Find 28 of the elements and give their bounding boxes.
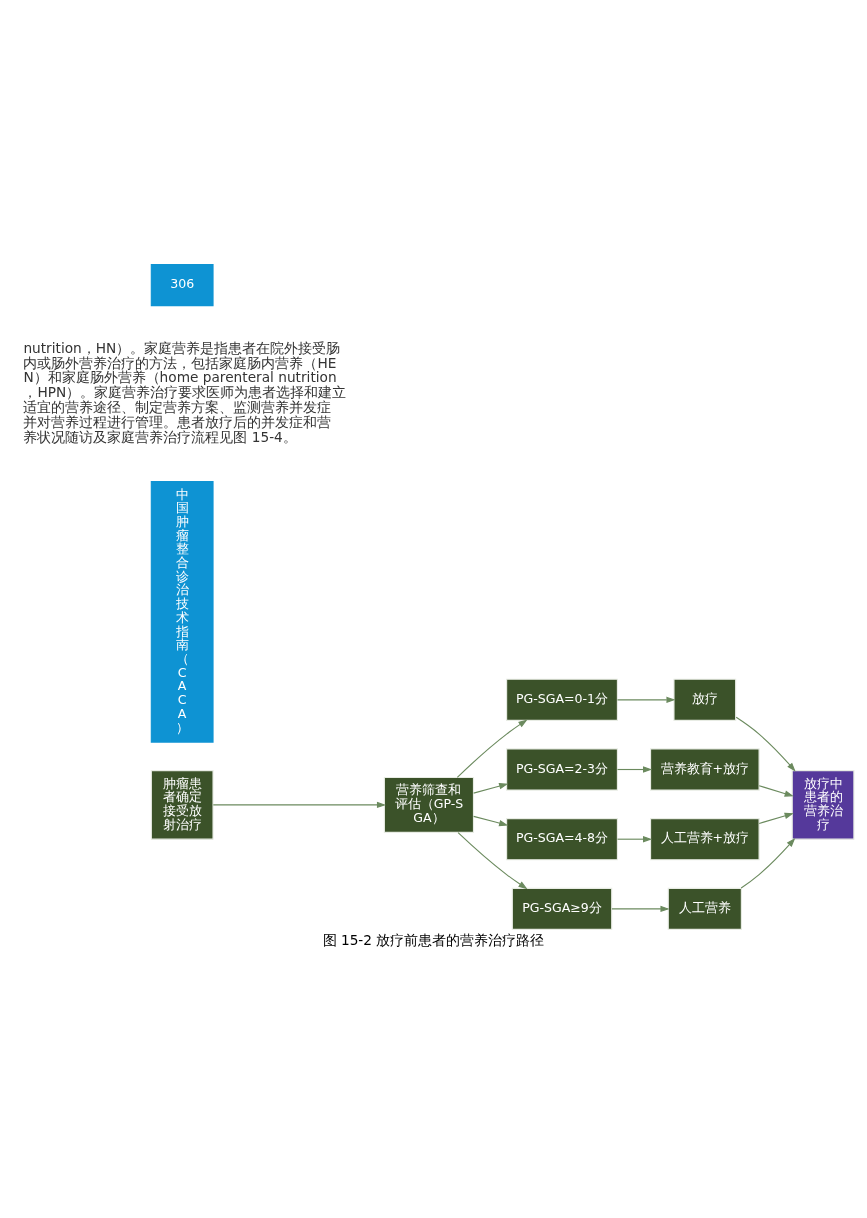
arrow <box>457 832 528 890</box>
node-box: PG-SGA=0-1分 <box>506 678 618 721</box>
node-box: PG-SGA=4-8分 <box>506 818 618 861</box>
arrow <box>456 719 528 778</box>
node-box: 放疗中患者的营养治疗 <box>791 770 855 840</box>
arrow <box>616 766 653 773</box>
arrow <box>740 837 796 889</box>
node-box: 放疗 <box>673 678 737 721</box>
arrow <box>473 815 509 827</box>
arrow <box>616 696 676 704</box>
arrow <box>758 812 794 825</box>
label: 中国肿瘤整合诊治技术指南（CACA） <box>175 486 189 735</box>
arrow <box>611 905 670 913</box>
arrow <box>212 801 387 809</box>
node-box: 人工营养+放疗 <box>649 818 760 861</box>
arrow <box>735 716 796 772</box>
node-box: 营养教育+放疗 <box>649 748 760 791</box>
label: 306 <box>170 276 195 292</box>
arrow <box>473 783 509 794</box>
node-box: 人工营养 <box>667 887 742 930</box>
node-box: 肿瘤患者确定接受放射治疗 <box>150 770 214 840</box>
arrow <box>758 785 794 797</box>
arrow <box>616 836 653 843</box>
caption: 图 15-2 放疗前患者的营养治疗路径 <box>322 931 545 948</box>
node-box: PG-SGA=2-3分 <box>506 748 618 791</box>
label: nutrition，HN）。家庭营养是指患者在院外接受肠内或肠外营养治疗的方法，包括家庭肠内营养（HEN）和家庭肠外营养（home parenteral nutrition，HPN）。家庭营养治疗要求医师为患者选择和建立适宜的营养途径、制定营养方案、监测营养并发症并对营养过程进行管理。患者放疗后的并发症和营养状况随访及家庭营养治疗流程见图 15-4。 <box>23 339 347 445</box>
node-box: 营养筛查和评估（GP-SGA） <box>383 776 475 833</box>
node-box: PG-SGA≥9分 <box>511 887 613 930</box>
